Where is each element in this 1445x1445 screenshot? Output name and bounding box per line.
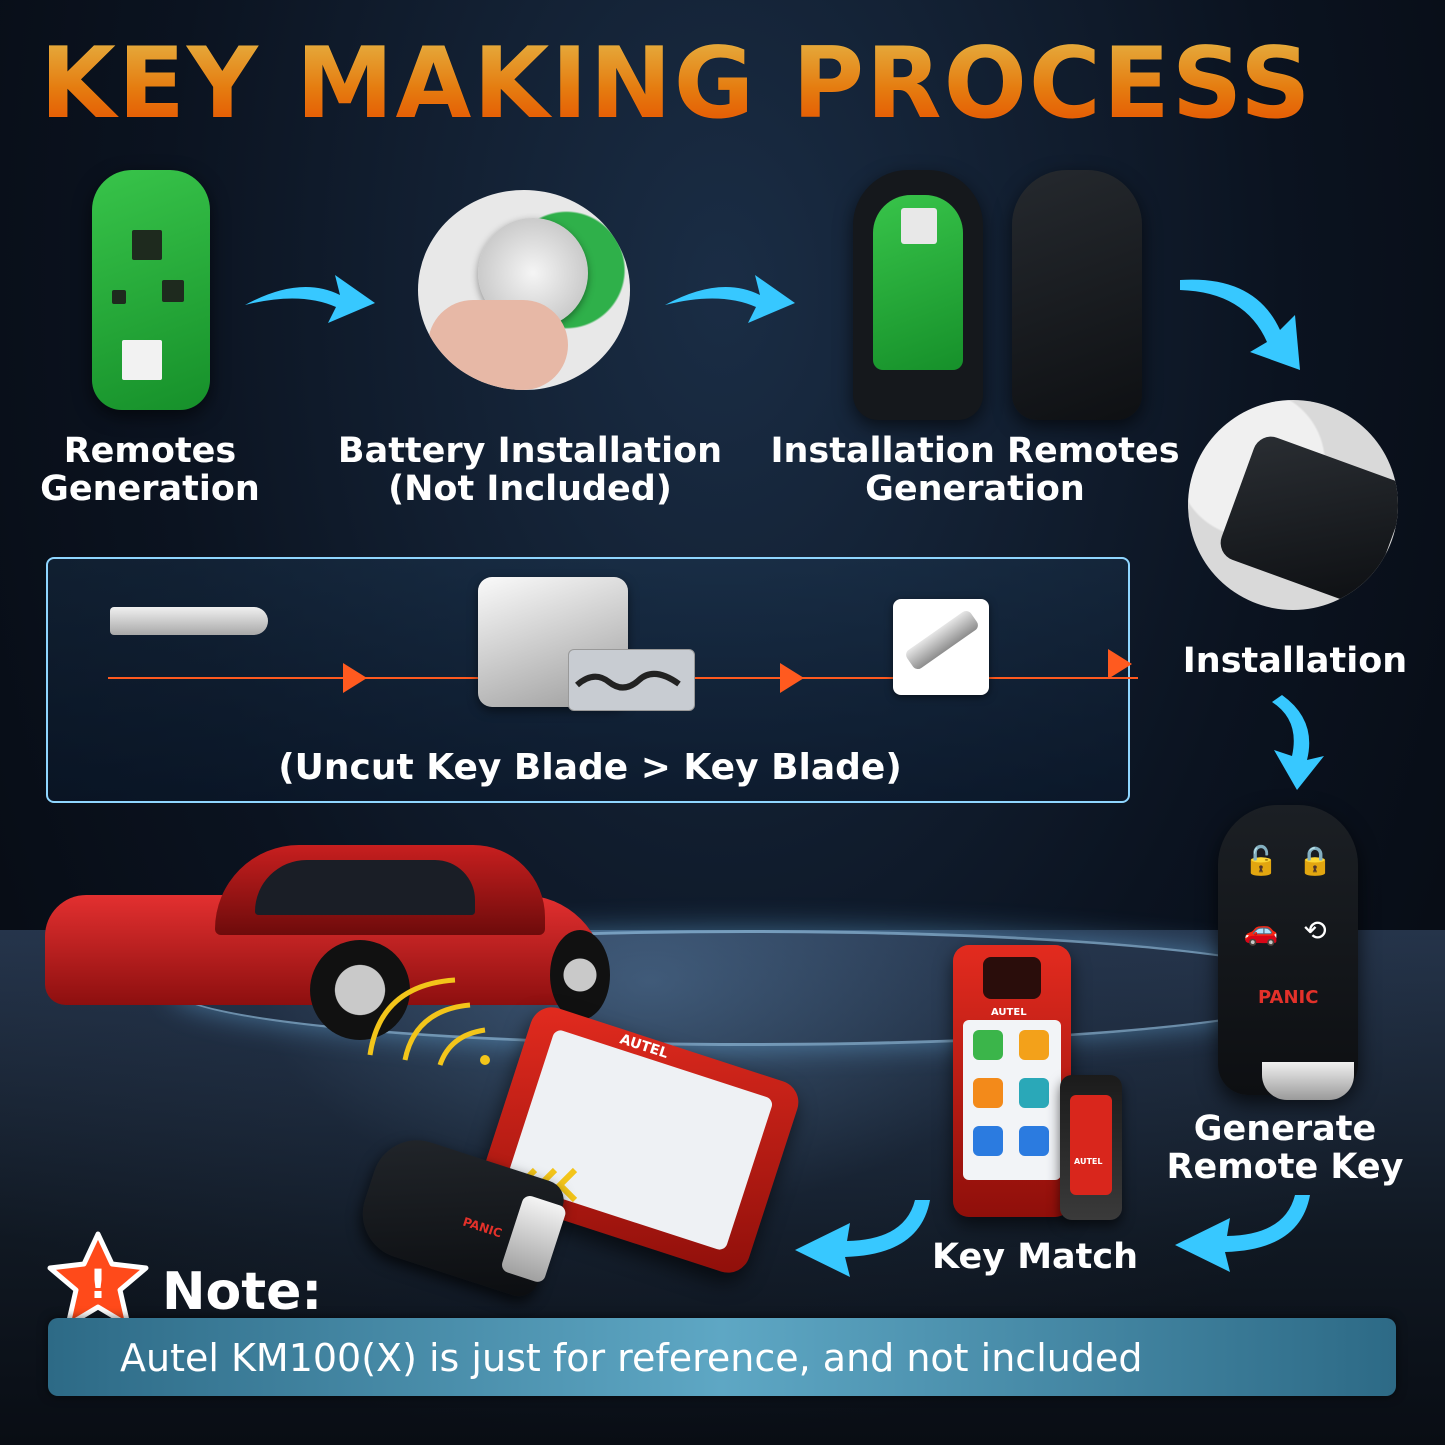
uncut-key-blade-image xyxy=(110,607,268,635)
installation-closeup-image xyxy=(1188,400,1398,610)
wheel-icon xyxy=(550,930,610,1020)
note-title: Note: xyxy=(162,1262,323,1322)
note-bar xyxy=(48,1318,1396,1396)
remotes-generation-label: Remotes xyxy=(63,431,237,471)
down-arrow-icon xyxy=(1272,695,1324,790)
wheel-icon xyxy=(310,940,410,1040)
finger-image xyxy=(428,300,568,390)
small-fob-panic-label: PANIC xyxy=(461,1214,504,1241)
remote-start-icon: ⟲ xyxy=(1303,913,1327,947)
trunk-icon: 🚗 xyxy=(1243,913,1279,947)
obd-adapter-image: AUTEL xyxy=(1060,1075,1122,1220)
battery-installation-label: Battery Installation xyxy=(337,431,723,471)
page-title: KEY MAKING PROCESS xyxy=(40,27,1313,141)
key-match-label: Key Match xyxy=(931,1237,1139,1277)
flow-arrow-icon xyxy=(1180,279,1300,370)
red-car-image xyxy=(45,840,610,1040)
panic-button-label: PANIC xyxy=(1258,987,1319,1008)
installation-remotes-label: Installation Remotes xyxy=(770,431,1180,471)
flow-arrow-icon xyxy=(245,275,375,323)
flow-arrow-icon xyxy=(665,275,795,323)
key-blade-panel: (Uncut Key Blade > Key Blade) xyxy=(46,557,1138,803)
installation-remotes-label-line2: Generation xyxy=(865,469,1085,509)
fob-back-open-image xyxy=(1012,170,1142,420)
flow-arrowhead-icon xyxy=(343,663,367,693)
generate-remote-key-label-line2: Remote Key xyxy=(1166,1147,1404,1187)
flow-arrowhead-icon xyxy=(780,663,804,693)
remotes-generation-label-line2: Generation xyxy=(40,469,260,509)
obd-brand-label: AUTEL xyxy=(1074,1157,1103,1166)
blade-panel-caption: (Uncut Key Blade > Key Blade) xyxy=(278,747,902,788)
generate-remote-key-label: Generate xyxy=(1193,1109,1377,1149)
cut-key-blade-image xyxy=(893,599,989,695)
lock-icon: 🔒 xyxy=(1297,843,1333,877)
battery-installation-note: (Not Included) xyxy=(388,469,672,509)
flow-arrow-left-icon xyxy=(795,1200,930,1277)
installation-label: Installation xyxy=(1182,641,1408,681)
flow-arrow-left-icon xyxy=(1175,1195,1310,1272)
svg-text:!: ! xyxy=(89,1262,107,1308)
remote-key-fob-image: 🔓 🔒 🚗 ⟲ PANIC xyxy=(1218,805,1358,1095)
signal-wave-icon xyxy=(367,977,490,1066)
autel-km100-standing-image: AUTEL xyxy=(953,945,1071,1217)
pcb-board-image xyxy=(92,170,210,410)
warning-star-icon: ! xyxy=(47,1231,149,1328)
remote-key-blade-tip xyxy=(1262,1062,1354,1100)
note-text: Autel KM100(X) is just for reference, an… xyxy=(120,1336,1143,1380)
autel-standing-brand-label: AUTEL xyxy=(991,1007,1027,1018)
blade-profile-image xyxy=(568,649,695,711)
unlock-icon: 🔓 xyxy=(1243,843,1279,877)
fob-front-open-image xyxy=(853,170,983,420)
battery-installation-image xyxy=(418,190,630,390)
flow-arrowhead-icon xyxy=(1108,649,1132,679)
